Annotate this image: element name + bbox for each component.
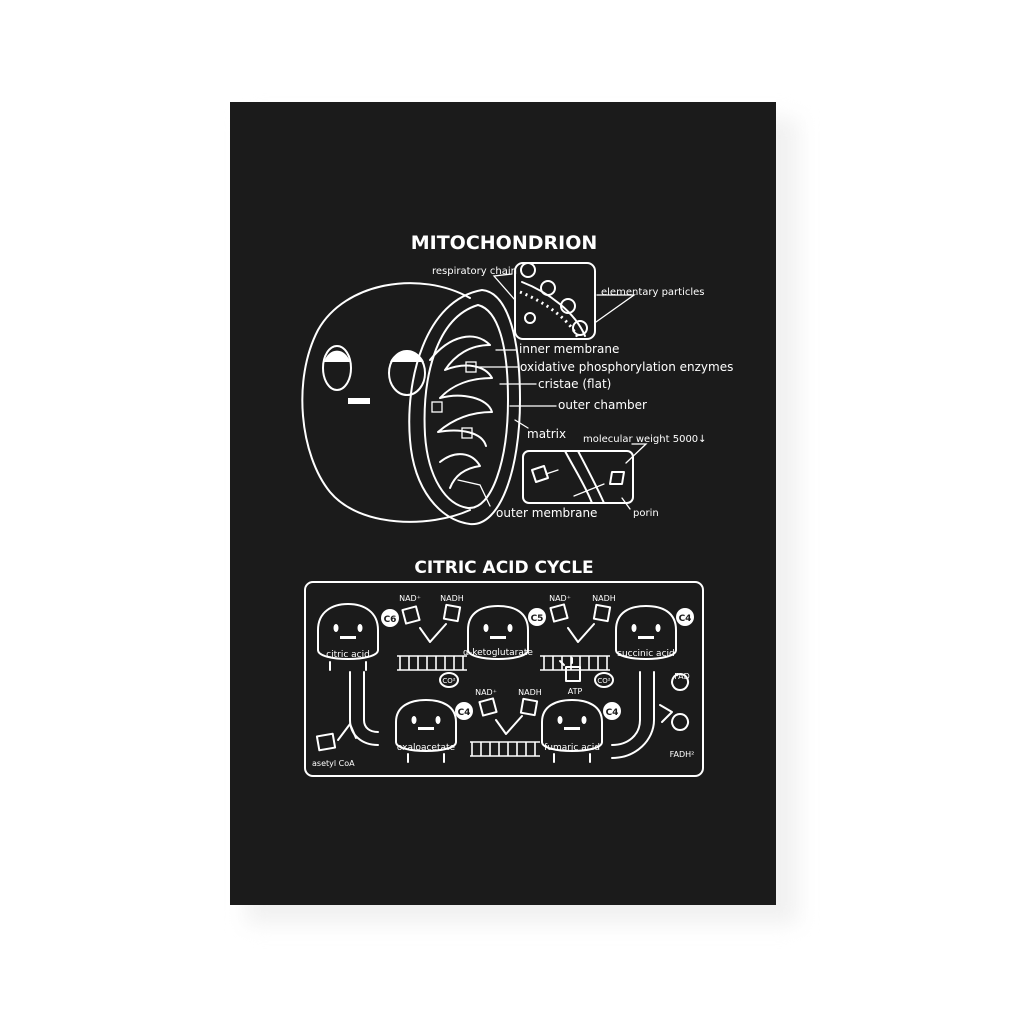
- label-outer-membrane: outer membrane: [496, 506, 597, 520]
- label-outer-chamber: outer chamber: [558, 398, 647, 412]
- cofactor-icons: [315, 603, 689, 752]
- label-nad-2: NAD⁺: [549, 594, 571, 603]
- carbon-tags: [381, 608, 694, 720]
- label-oxaloacetate: oxaloacetate: [397, 743, 456, 753]
- label-acetyl-coa: asetyl CoA: [312, 759, 355, 768]
- molecule-citric-acid: [317, 603, 379, 671]
- molecule-ketoglutarate: [467, 605, 529, 660]
- label-fad: FAD: [674, 672, 690, 681]
- label-succinic-acid: succinic acid: [617, 649, 674, 659]
- tag-c4-succinic: C4: [679, 614, 692, 624]
- cycle-frame: [304, 581, 704, 777]
- label-atp: ATP: [568, 687, 583, 696]
- label-nad-3: NAD⁺: [475, 688, 497, 697]
- label-porin: porin: [633, 508, 659, 519]
- label-co2-1: CO²: [442, 677, 455, 685]
- label-fadh2: FADH²: [670, 750, 695, 759]
- label-citric-acid: citric acid: [326, 650, 370, 660]
- citric-acid-cycle-title: CITRIC ACID CYCLE: [414, 558, 593, 578]
- mitochondrion-illustration: [301, 282, 521, 526]
- label-matrix: matrix: [527, 427, 566, 441]
- tag-c4-oxaloacetate: C4: [458, 708, 471, 718]
- label-respiratory-chain: respiratory chain: [432, 266, 517, 277]
- poster: [230, 102, 776, 905]
- porin-inset: [522, 450, 634, 504]
- mitochondrion-title: MITOCHONDRION: [411, 232, 598, 254]
- tag-c5: C5: [531, 614, 544, 624]
- label-ketoglutarate: α-ketoglutarate: [463, 648, 533, 658]
- label-elementary-particles: elementary particles: [601, 287, 705, 298]
- label-cristae: cristae (flat): [538, 377, 611, 391]
- cycle-tracks: [349, 655, 655, 759]
- label-fumaric-acid: fumaric acid: [544, 743, 600, 753]
- label-ox-phos-enzymes: oxidative phosphorylation enzymes: [520, 360, 733, 374]
- label-nadh-3: NADH: [518, 688, 542, 697]
- label-nadh-2: NADH: [592, 594, 616, 603]
- tag-c6: C6: [384, 615, 397, 625]
- molecule-oxaloacetate: [395, 699, 457, 763]
- label-inner-membrane: inner membrane: [519, 342, 619, 356]
- label-molecular-weight: molecular weight 5000↓: [583, 434, 707, 445]
- respiratory-chain-inset: [514, 262, 596, 340]
- label-nad-1: NAD⁺: [399, 594, 421, 603]
- molecule-fumaric-acid: [541, 699, 603, 763]
- mito-leader-lines: [457, 273, 648, 510]
- molecule-succinic-acid: [615, 605, 677, 660]
- label-nadh-1: NADH: [440, 594, 464, 603]
- tag-c4-fumaric: C4: [606, 708, 619, 718]
- label-co2-2: CO²: [597, 677, 610, 685]
